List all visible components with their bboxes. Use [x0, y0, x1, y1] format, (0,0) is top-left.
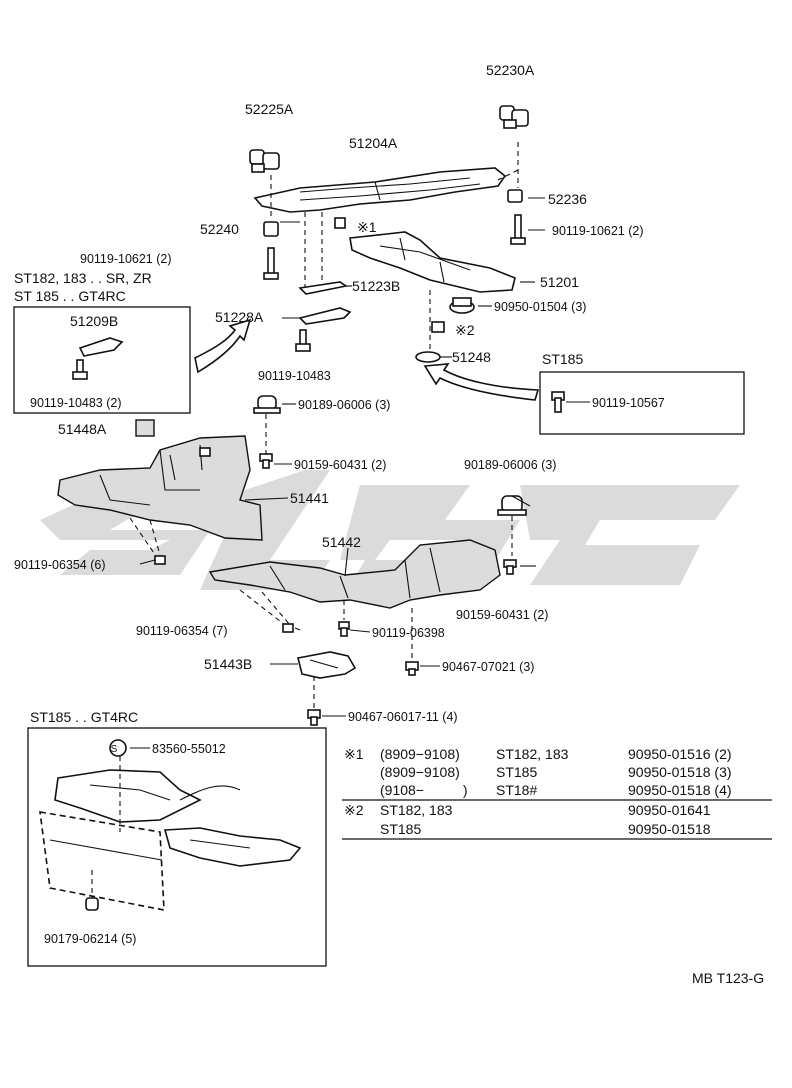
- label-90119-10621-right: 90119-10621 (2): [552, 224, 644, 238]
- label-90119-06354-6: 90119-06354 (6): [14, 558, 106, 572]
- washer-51248: [415, 351, 441, 363]
- note1-row3-part: 90950-01518 (4): [628, 782, 732, 798]
- note1-row2-code: (8909−9108): [380, 764, 460, 780]
- bolt-inset-90119-10483: [72, 359, 88, 380]
- label-52230A: 52230A: [486, 62, 535, 78]
- mount-52225A: [249, 149, 280, 173]
- nut-star1: [334, 217, 346, 229]
- bushing-90950-01504: [449, 297, 475, 314]
- bolt-90119-10621-left: [263, 247, 279, 280]
- bushing-52240: [263, 221, 279, 237]
- bolt-90119-10567: [551, 391, 565, 413]
- clip-90467-07021: [405, 661, 419, 676]
- label-51223B: 51223B: [352, 278, 400, 294]
- label-model-code: MB T123-G: [692, 970, 764, 986]
- label-51442: 51442: [322, 534, 361, 550]
- label-90119-10621-left: 90119-10621 (2): [80, 252, 172, 266]
- bushing-52236: [507, 189, 523, 203]
- label-90159-60431-top: 90159-60431 (2): [294, 458, 386, 472]
- undercover-51442: [208, 539, 501, 609]
- notes-table: ※1 (8909−9108) ST182, 183 90950-01516 (2…: [342, 746, 772, 840]
- crossmember-51201: [349, 231, 516, 293]
- label-90119-06398: 90119-06398: [372, 626, 445, 640]
- label-90189-06006-right: 90189-06006 (3): [464, 458, 556, 472]
- inset-st185-gt4rc: [27, 727, 327, 967]
- label-star2: ※2: [455, 322, 475, 338]
- bolt-90119-06354-6: [154, 555, 166, 565]
- undercover-51441: [57, 435, 263, 541]
- note1-row3-code: (9108− ): [380, 782, 468, 798]
- bolt-90119-06398: [338, 621, 350, 637]
- label-51201: 51201: [540, 274, 579, 290]
- label-90179-06214: 90179-06214 (5): [44, 932, 136, 946]
- label-star1: ※1: [357, 219, 377, 235]
- inset-sr-zr-gt4rc: [13, 306, 191, 414]
- nut-star2: [431, 321, 445, 333]
- gt4rc-skid-plate: [39, 811, 165, 911]
- bracket-51209B: [78, 337, 124, 357]
- inset-part-51209B: 51209B: [70, 313, 118, 329]
- bracket-51228A: [298, 307, 352, 325]
- note1-row1-model: ST182, 183: [496, 746, 569, 762]
- clip-90467-06017-11: [307, 709, 321, 726]
- note1-row2-part: 90950-01518 (3): [628, 764, 732, 780]
- note1-row1-code: (8909−9108): [380, 746, 460, 762]
- clip-90159-60431-top: [259, 453, 273, 469]
- bolt-90119-10483: [295, 329, 311, 352]
- note1-mark: ※1: [344, 746, 364, 762]
- label-51448A: 51448A: [58, 421, 107, 437]
- label-51204A: 51204A: [349, 135, 398, 151]
- label-52240: 52240: [200, 221, 239, 237]
- note2-row2-part: 90950-01518: [628, 821, 711, 837]
- note1-row3-model: ST18#: [496, 782, 537, 798]
- note1-row2-model: ST185: [496, 764, 537, 780]
- note2-row1-model: ST182, 183: [380, 802, 453, 818]
- label-90189-06006-top: 90189-06006 (3): [298, 398, 390, 412]
- note1-row1-part: 90950-01516 (2): [628, 746, 732, 762]
- arrow-to-51228A: [194, 318, 252, 374]
- label-s-mark: S: [111, 744, 118, 755]
- label-52225A: 52225A: [245, 101, 294, 117]
- label-51441: 51441: [290, 490, 329, 506]
- seal-51448A: [135, 419, 155, 437]
- label-90119-06354-7: 90119-06354 (7): [136, 624, 228, 638]
- arrow-to-51248: [423, 363, 540, 401]
- label-83560-55012: 83560-55012: [152, 742, 226, 756]
- label-90119-10483: 90119-10483: [258, 369, 331, 383]
- label-51228A: 51228A: [215, 309, 264, 325]
- s-mark-icon: [109, 739, 127, 757]
- mount-52230A: [499, 105, 529, 129]
- label-51443B: 51443B: [204, 656, 252, 672]
- inset-bolt-label: 90119-10483 (2): [30, 396, 122, 410]
- label-90467-06017-11: 90467-06017-11 (4): [348, 710, 458, 724]
- note2-row2-model: ST185: [380, 821, 421, 837]
- label-90950-01504: 90950-01504 (3): [494, 300, 586, 314]
- grommet-90189-06006-right: [497, 495, 527, 516]
- label-st185: ST185: [542, 351, 583, 367]
- bolt-90119-06354-7: [282, 623, 294, 633]
- label-90159-60431-right: 90159-60431 (2): [456, 608, 548, 622]
- inset-header-1: ST182, 183 . . SR, ZR: [14, 270, 152, 286]
- note2-row1-part: 90950-01641: [628, 802, 711, 818]
- label-90119-10567: 90119-10567: [592, 396, 665, 410]
- inset-st185-bolt: [539, 371, 745, 435]
- inset-header-2: ST 185 . . GT4RC: [14, 288, 126, 304]
- clip-90159-60431-right: [503, 559, 517, 575]
- stay-51223B: [298, 281, 349, 295]
- gt4rc-undercover: [54, 769, 302, 867]
- clip-90179-06214: [85, 897, 99, 911]
- label-st185-gt4rc: ST185 . . GT4RC: [30, 709, 138, 725]
- note2-mark: ※2: [344, 802, 364, 818]
- crossmember-51204A: [253, 167, 507, 213]
- grommet-90189-06006-top: [253, 395, 281, 414]
- label-90467-07021: 90467-07021 (3): [442, 660, 534, 674]
- label-52236: 52236: [548, 191, 587, 207]
- label-51248: 51248: [452, 349, 491, 365]
- bolt-90119-10621-right: [510, 214, 526, 245]
